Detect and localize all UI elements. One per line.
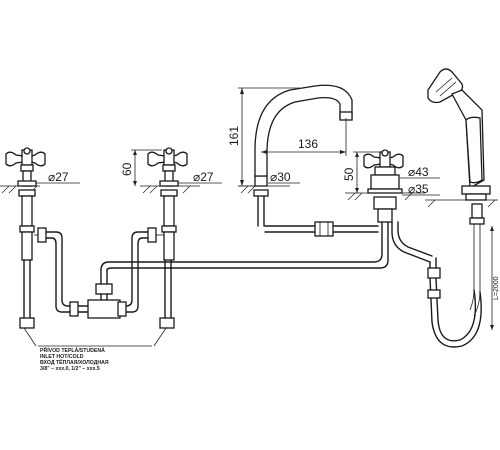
- note-line-3: ВХОД ТЁПЛАЯ/ХОЛОДНАЯ: [40, 359, 109, 366]
- label-dia-spout: ⌀30: [270, 170, 291, 184]
- dim-height-161: [238, 87, 300, 187]
- valve-mixer: [363, 149, 404, 223]
- spout: [253, 84, 353, 227]
- valve-center: [147, 147, 188, 329]
- note-line-1: PŘÍVOD TEPLÁ/STUDENÁ: [40, 346, 105, 354]
- connecting-pipes: [45, 221, 433, 319]
- hand-shower: [427, 68, 491, 348]
- label-dia-left-2: ⌀27: [193, 170, 214, 184]
- deck-surface-shower: [425, 199, 498, 208]
- leader-inlet-right: [153, 327, 167, 347]
- dim-height-50: [353, 151, 380, 193]
- valve-left: [5, 147, 47, 329]
- label-height-161: 161: [227, 126, 241, 146]
- dim-height-60: [131, 149, 162, 186]
- label-height-50: 50: [342, 167, 356, 181]
- inlet-note: PŘÍVOD TEPLÁ/STUDENÁ INLET HOT/COLD ВХОД…: [38, 345, 152, 372]
- label-dia-mixer: ⌀43: [408, 165, 429, 179]
- dim-hose-length: [490, 226, 494, 330]
- label-dia-left-1: ⌀27: [48, 170, 69, 184]
- dim-reach-136: [261, 118, 347, 156]
- label-height-60: 60: [120, 162, 134, 176]
- label-hose-length: L=2000: [493, 276, 500, 300]
- note-line-4: 3/8" – xxx.0, 1/2" – xxx.5: [40, 366, 100, 372]
- label-reach-136: 136: [298, 137, 318, 151]
- label-dia-shower: ⌀35: [408, 182, 429, 196]
- note-line-2: INLET HOT/COLD: [40, 354, 84, 360]
- leader-inlet-left: [23, 327, 37, 347]
